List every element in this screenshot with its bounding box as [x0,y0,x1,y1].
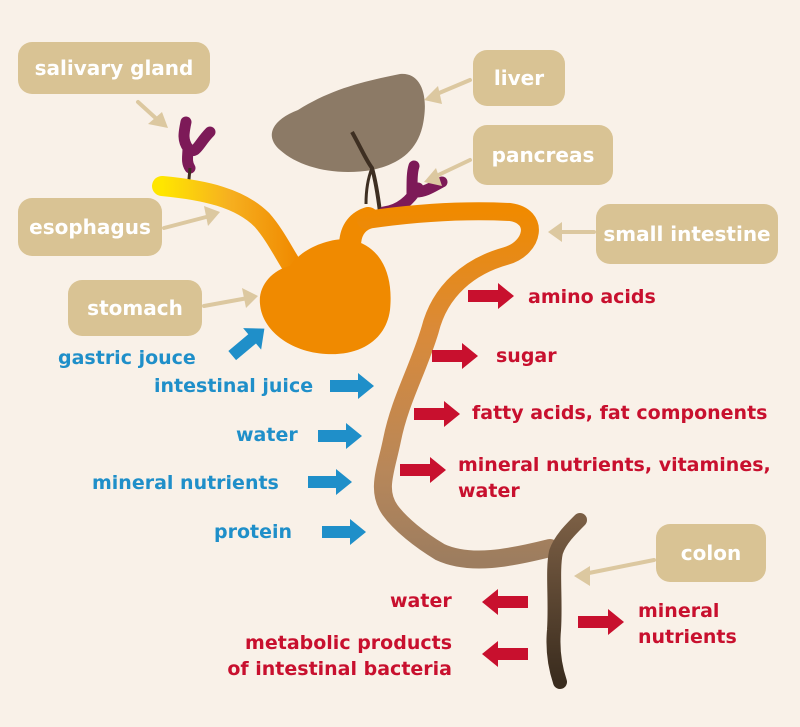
esophagus-label: esophagus [18,198,162,256]
gastric-juice-label: gastric jouce [58,347,196,369]
amino-acids-label: amino acids [528,286,656,308]
colon-pointer-arrow [574,558,656,586]
metabolic-products-line2: of intestinal bacteria [227,658,452,680]
salivary-pointer-arrow [136,100,168,128]
fatty-acids-label: fatty acids, fat components [472,402,768,424]
mineral-nutrients-input-label: mineral nutrients [92,472,279,494]
colon-mineral-line2: nutrients [638,626,737,648]
liver-pointer-arrow [424,78,472,104]
colon-shape [546,513,587,689]
salivary-gland-label: salivary gland [18,42,210,94]
small-intestine-pointer-arrow [548,222,596,242]
minerals-vitamins-arrow [400,457,446,483]
output-arrows [400,283,624,667]
pancreas-pointer-arrow [424,158,472,186]
esophagus-shape [152,176,306,282]
protein-label: protein [214,521,293,543]
metabolic-products-arrow [482,641,528,667]
gastric-juice-arrow [228,328,265,361]
water-input-arrow [318,423,362,449]
liver-shape [271,73,425,172]
water-input-label: water [236,424,298,446]
small-intestine-shape [357,202,559,569]
minerals-vitamins-line1: mineral nutrients, vitamines, [458,454,771,476]
colon-mineral-label: mineral nutrients [638,598,737,650]
intestinal-juice-arrow [330,373,374,399]
bile-duct-branch [364,167,374,205]
metabolic-products-label: metabolic products of intestinal bacteri… [220,630,452,682]
input-arrows [228,328,374,545]
esophagus-pointer-arrow [162,206,220,230]
pointer-arrows [136,78,656,586]
metabolic-products-line1: metabolic products [245,632,452,654]
colon-mineral-line1: mineral [638,600,720,622]
minerals-vitamins-line2: water [458,480,520,502]
colon-water-label: water [390,590,452,612]
stomach-pointer-arrow [202,288,258,308]
intestinal-juice-label: intestinal juice [154,375,314,397]
sugar-arrow [432,343,478,369]
mineral-input-arrow [308,469,352,495]
colon-label: colon [656,524,766,582]
liver-label: liver [473,50,565,106]
small-intestine-label: small intestine [596,204,778,264]
colon-water-arrow [482,589,528,615]
sugar-label: sugar [496,345,557,367]
pancreas-label: pancreas [473,125,613,185]
minerals-vitamins-label: mineral nutrients, vitamines, water [458,452,771,504]
protein-input-arrow [322,519,366,545]
colon-mineral-arrow [578,609,624,635]
stomach-shape [259,239,391,355]
fatty-acids-arrow [414,401,460,427]
stomach-label: stomach [68,280,202,336]
amino-acids-arrow [468,283,514,309]
salivary-gland-shape [178,116,216,174]
